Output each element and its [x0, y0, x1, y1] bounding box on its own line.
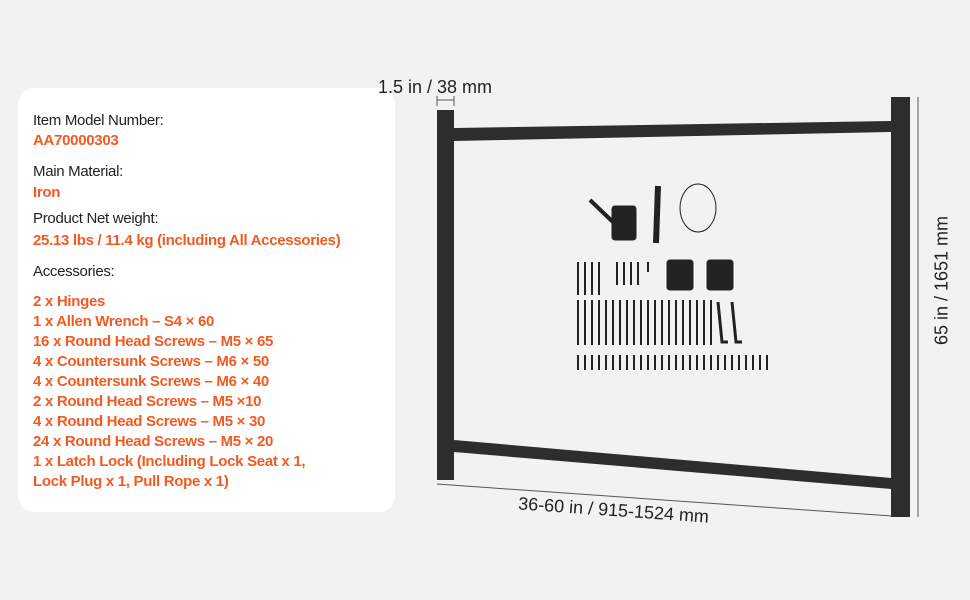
accessory-item: 1 x Allen Wrench – S4 × 60	[33, 313, 215, 330]
left-post	[437, 110, 454, 480]
spec-panel: Item Model Number: AA70000303 Main Mater…	[18, 88, 395, 512]
allen-wrench	[730, 301, 742, 344]
weight-label: Product Net weight:	[33, 210, 159, 227]
top-rail	[454, 121, 891, 141]
material-value: Iron	[33, 184, 61, 201]
latch-lever	[588, 198, 617, 226]
accessory-item: Lock Plug x 1, Pull Rope x 1)	[33, 473, 229, 490]
accessory-item: 2 x Round Head Screws – M5 ×10	[33, 393, 262, 410]
hardware-accessories	[577, 183, 768, 370]
material-label: Main Material:	[33, 163, 123, 180]
weight-value: 25.13 lbs / 11.4 kg (including All Acces…	[33, 232, 341, 249]
dimension-lines	[436, 96, 919, 517]
allen-wrench	[716, 301, 728, 344]
hinge	[706, 259, 734, 291]
accessory-item: 2 x Hinges	[33, 293, 106, 310]
accessory-item: 16 x Round Head Screws – M5 × 65	[33, 333, 274, 350]
accessory-item: 4 x Countersunk Screws – M6 × 50	[33, 353, 269, 370]
model-label: Item Model Number:	[33, 112, 164, 129]
accessory-item: 4 x Countersunk Screws – M6 × 40	[33, 373, 269, 390]
accessory-item: 24 x Round Head Screws – M5 × 20	[33, 433, 274, 450]
short-screws	[577, 355, 768, 370]
bottom-rail	[454, 440, 891, 489]
right-post	[891, 97, 910, 517]
accessory-item: 4 x Round Head Screws – M5 × 30	[33, 413, 266, 430]
lock-plug	[653, 185, 661, 244]
accessories-list: 2 x Hinges 1 x Allen Wrench – S4 × 60 16…	[33, 292, 306, 492]
pull-rope	[679, 183, 717, 233]
post-width-label: 1.5 in / 38 mm	[378, 77, 493, 97]
accessory-item: 1 x Latch Lock (Including Lock Seat x 1,	[33, 453, 306, 470]
gate-frame	[437, 97, 910, 517]
accessories-label: Accessories:	[33, 263, 115, 280]
hinge	[666, 259, 694, 291]
countersunk-screws	[577, 262, 649, 295]
model-value: AA70000303	[33, 132, 119, 149]
height-label: 65 in / 1651 mm	[931, 215, 952, 346]
width-line	[436, 483, 892, 517]
long-screws	[577, 300, 712, 345]
